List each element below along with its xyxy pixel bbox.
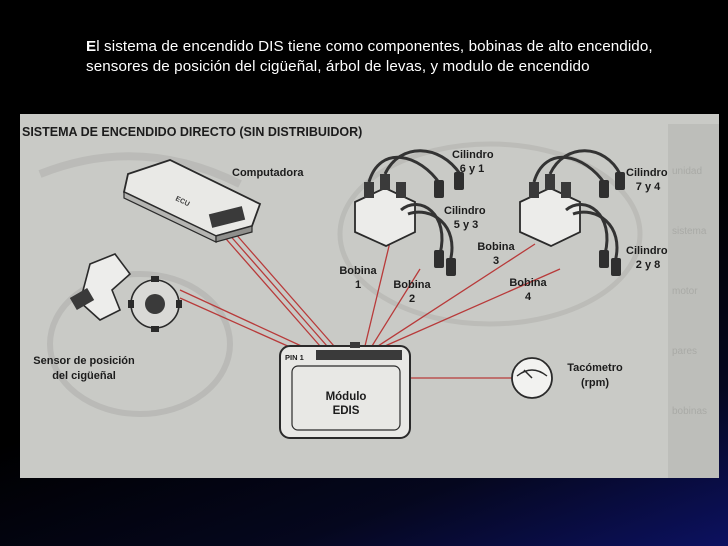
svg-text:Bobina: Bobina <box>393 279 431 291</box>
svg-text:1: 1 <box>355 279 361 291</box>
svg-text:Cilindro: Cilindro <box>626 167 668 179</box>
svg-text:Cilindro: Cilindro <box>626 245 668 257</box>
coil-4-label: Bobina 4 <box>509 277 547 303</box>
signal-wires <box>179 231 561 379</box>
diagram-svg: unidad sistema motor pares bobinas SISTE… <box>22 124 719 478</box>
crank-position-sensor <box>69 253 182 332</box>
module-label: Módulo EDIS <box>326 391 367 417</box>
svg-text:Cilindro: Cilindro <box>444 205 486 217</box>
tachometer <box>511 357 553 399</box>
computer-label: Computadora <box>232 167 304 179</box>
caption-first-letter: E <box>86 38 97 55</box>
svg-text:6 y 1: 6 y 1 <box>460 163 484 175</box>
computer-ecu: ECU <box>122 159 262 243</box>
pin1-label: PIN 1 <box>285 353 304 362</box>
coil-3-label: Bobina 3 <box>477 241 515 267</box>
svg-text:bobinas: bobinas <box>672 406 707 417</box>
svg-text:Módulo: Módulo <box>326 391 367 403</box>
svg-text:4: 4 <box>525 291 532 303</box>
coil-pack-right <box>519 149 625 276</box>
svg-text:(rpm): (rpm) <box>581 377 609 389</box>
edis-module <box>279 342 411 439</box>
tachometer-label: Tacómetro (rpm) <box>567 362 623 389</box>
diagram-title: SISTEMA DE ENCENDIDO DIRECTO (SIN DISTRI… <box>22 125 362 139</box>
svg-text:Bobina: Bobina <box>339 265 377 277</box>
slide-caption: El sistema de encendido DIS tiene como c… <box>86 37 696 77</box>
sensor-label: Sensor de posición del cigüeñal <box>33 355 135 382</box>
cylinder-2-8-label: Cilindro 2 y 8 <box>626 245 668 271</box>
svg-text:5 y 3: 5 y 3 <box>454 219 478 231</box>
svg-text:sistema: sistema <box>672 226 707 237</box>
cylinder-7-4-label: Cilindro 7 y 4 <box>626 167 668 193</box>
svg-text:del cigüeñal: del cigüeñal <box>52 370 116 382</box>
cylinder-5-3-label: Cilindro 5 y 3 <box>444 205 486 231</box>
svg-text:Cilindro: Cilindro <box>452 149 494 161</box>
coil-pack-left <box>354 149 464 276</box>
svg-text:7 y 4: 7 y 4 <box>636 181 661 193</box>
svg-text:Bobina: Bobina <box>509 277 547 289</box>
svg-text:3: 3 <box>493 255 499 267</box>
svg-text:EDIS: EDIS <box>333 405 360 417</box>
svg-text:Tacómetro: Tacómetro <box>567 362 623 374</box>
background-engine-shadow <box>38 141 643 417</box>
cylinder-6-1-label: Cilindro 6 y 1 <box>452 149 494 175</box>
svg-text:Bobina: Bobina <box>477 241 515 253</box>
svg-text:2 y 8: 2 y 8 <box>636 259 660 271</box>
svg-text:unidad: unidad <box>672 166 702 177</box>
svg-text:Sensor de posición: Sensor de posición <box>33 355 135 367</box>
ignition-diagram: unidad sistema motor pares bobinas SISTE… <box>20 114 719 478</box>
svg-text:2: 2 <box>409 293 415 305</box>
svg-text:motor: motor <box>672 286 698 297</box>
coil-2-label: Bobina 2 <box>393 279 431 305</box>
caption-text: l sistema de encendido DIS tiene como co… <box>86 38 653 75</box>
svg-text:pares: pares <box>672 346 697 357</box>
background-text-column: unidad sistema motor pares bobinas <box>668 124 719 478</box>
coil-1-label: Bobina 1 <box>339 265 377 291</box>
